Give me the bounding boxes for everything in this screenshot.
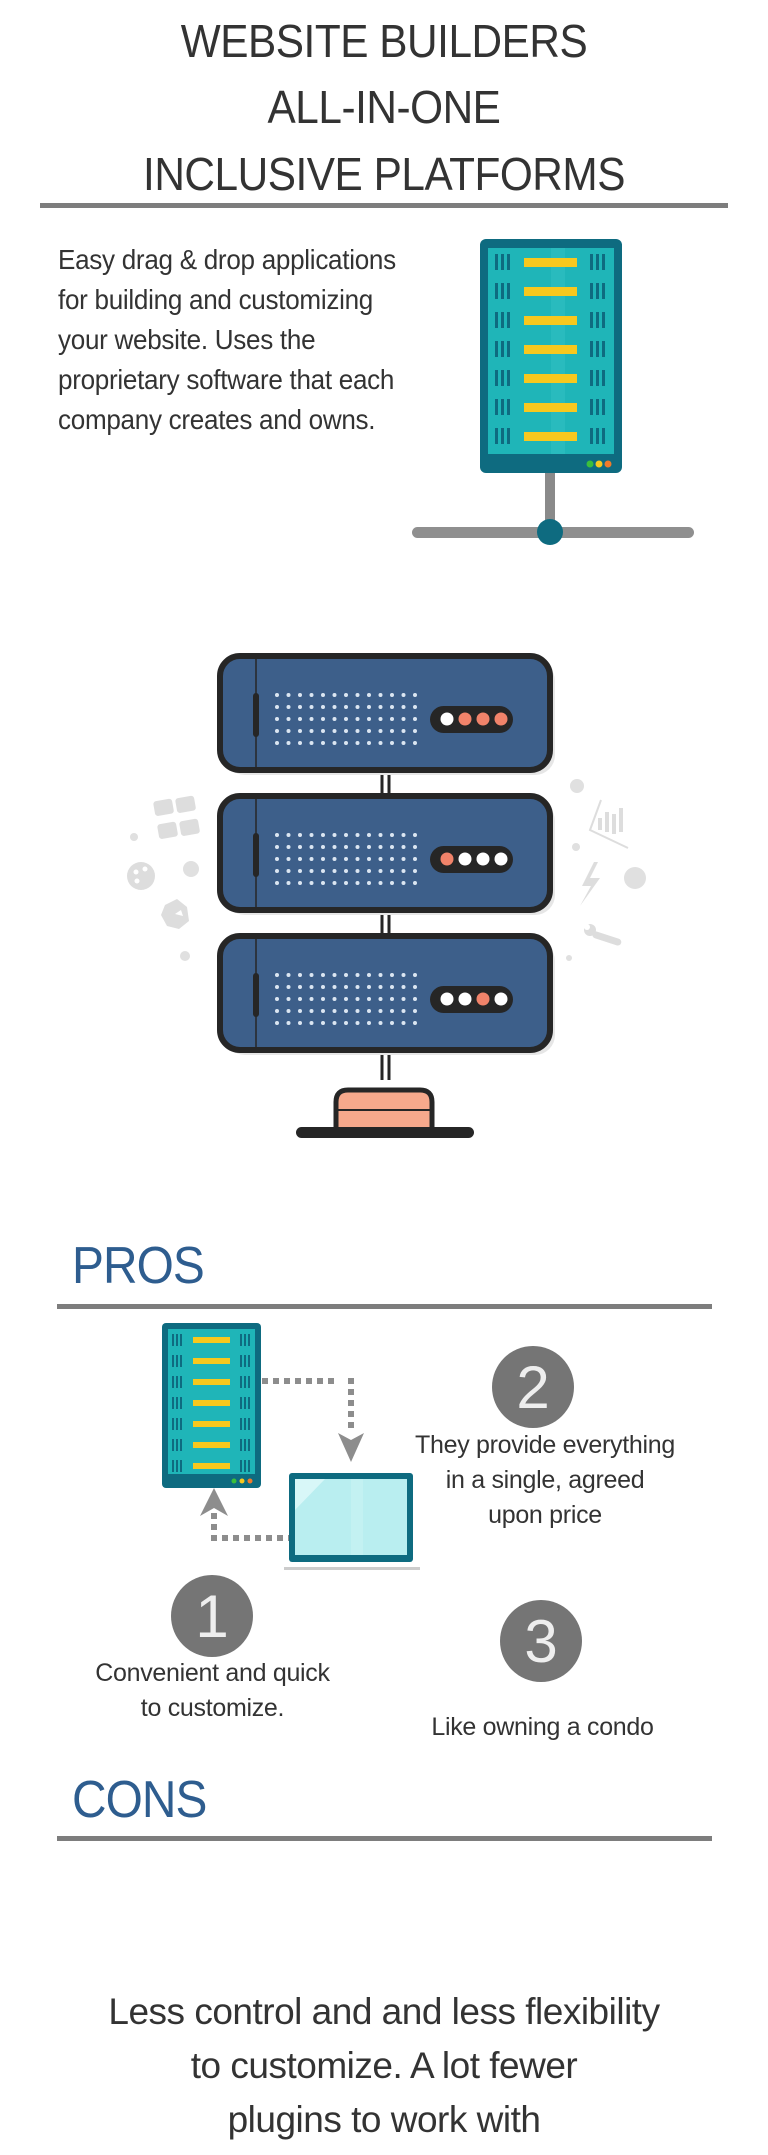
caption-line: upon price: [488, 1501, 602, 1529]
pros-number-1: 1: [171, 1575, 253, 1657]
pros-item-3-caption: Like owning a condo: [390, 1710, 695, 1745]
lightning-icon: [580, 862, 600, 906]
pros-number-2: 2: [492, 1346, 574, 1428]
cons-line: Less control and and less flexibility: [108, 1991, 660, 2032]
intro-line: Easy drag & drop applications: [58, 244, 396, 275]
cons-line: plugins to work with: [227, 2099, 541, 2140]
apps-grid-icon: [153, 795, 200, 839]
server-icon: [162, 1323, 261, 1488]
intro-line: for building and customizing: [58, 284, 373, 315]
server-stack-icon: [127, 653, 646, 1138]
intro-line: company creates and owns.: [58, 404, 376, 435]
pros-divider: [57, 1304, 712, 1309]
pros-item-1-caption: Convenient and quick to customize.: [60, 1656, 365, 1726]
intro-paragraph: Easy drag & drop applications for buildi…: [58, 240, 467, 440]
title-line-3: INCLUSIVE PLATFORMS: [143, 148, 625, 200]
intro-line: your website. Uses the: [58, 324, 316, 355]
pros-illustration: [162, 1323, 420, 1570]
cons-line: to customize. A lot fewer: [190, 2045, 578, 2086]
server-network-icon: [412, 239, 694, 545]
puzzle-icon: [161, 899, 189, 929]
cons-paragraph: Less control and and less flexibility to…: [0, 1985, 768, 2147]
title-line-1: WEBSITE BUILDERS: [180, 15, 588, 67]
sync-arrows-icon: [200, 1378, 364, 1541]
pros-number-3: 3: [500, 1600, 582, 1682]
intro-line: proprietary software that each: [58, 364, 395, 395]
pros-heading: PROS: [72, 1237, 205, 1295]
palette-icon: [127, 862, 155, 890]
caption-line: Convenient and quick: [95, 1659, 330, 1687]
pros-item-2-caption: They provide everything in a single, agr…: [380, 1428, 710, 1533]
caption-line: Like owning a condo: [431, 1713, 654, 1741]
wrench-icon: [584, 924, 622, 946]
laptop-icon: [284, 1473, 420, 1570]
title-line-2: ALL-IN-ONE: [267, 81, 501, 133]
caption-line: in a single, agreed: [445, 1466, 645, 1494]
bar-chart-icon: [588, 799, 629, 849]
cons-heading: CONS: [72, 1771, 207, 1829]
cons-divider: [57, 1836, 712, 1841]
caption-line: to customize.: [140, 1694, 285, 1722]
title-divider: [40, 203, 728, 208]
caption-line: They provide everything: [415, 1431, 675, 1459]
